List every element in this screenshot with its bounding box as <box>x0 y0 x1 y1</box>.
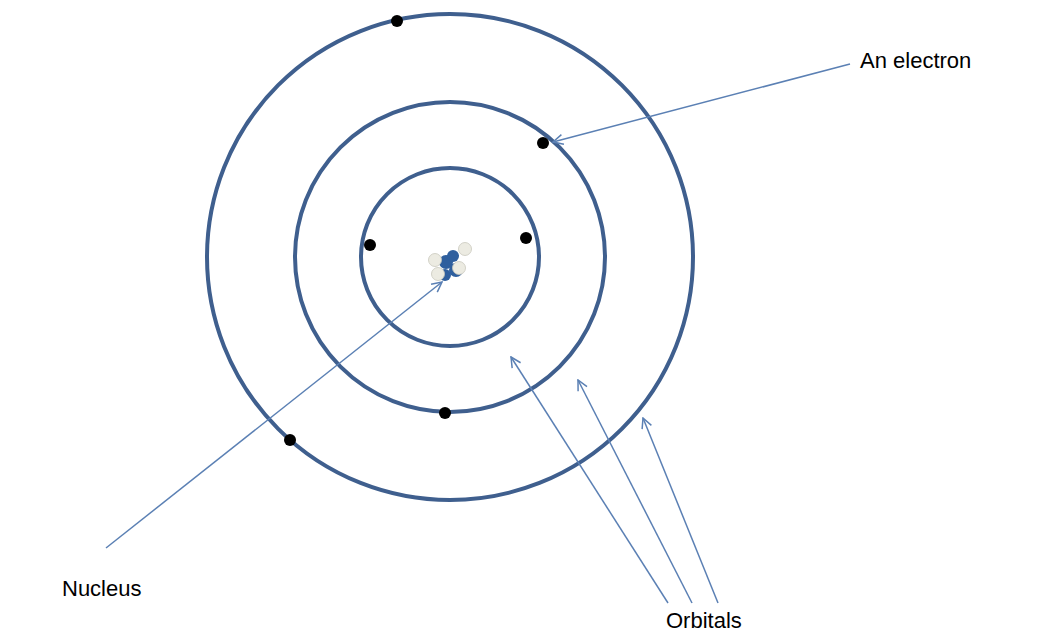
leader-line <box>643 418 718 603</box>
callout-label: Nucleus <box>62 576 141 602</box>
electron-dot <box>284 434 296 446</box>
electron-dot <box>364 239 376 251</box>
electron-dot <box>520 232 532 244</box>
leader-line <box>553 64 850 142</box>
orbital-ring <box>207 14 693 500</box>
orbital-ring <box>295 102 605 412</box>
callout-label: An electron <box>860 48 971 74</box>
electrons <box>284 15 549 446</box>
callout-label: Orbitals <box>666 608 742 634</box>
electron-dot <box>439 407 451 419</box>
electron-dot <box>537 137 549 149</box>
orbital-ring <box>361 168 539 346</box>
nucleus-particles <box>429 243 472 282</box>
leader-line <box>578 380 692 603</box>
leader-line <box>511 357 668 603</box>
leader-line <box>106 282 442 548</box>
electron-dot <box>391 15 403 27</box>
